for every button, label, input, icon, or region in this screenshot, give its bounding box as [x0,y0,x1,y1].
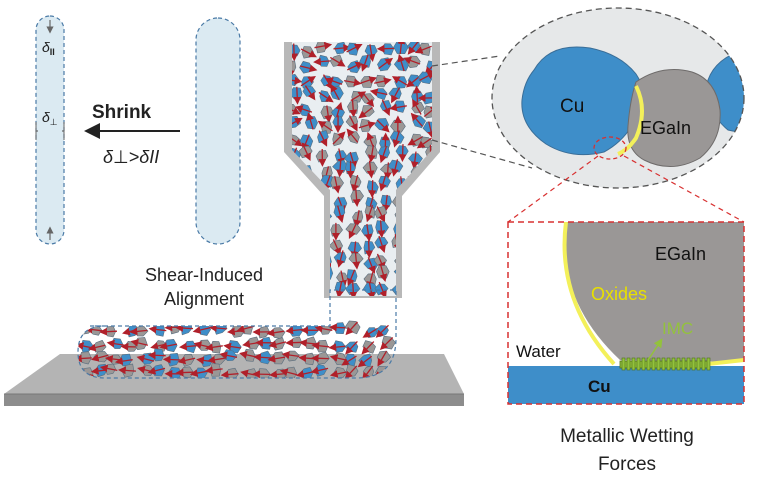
water-label: Water [516,342,561,361]
filament-wide [195,17,241,245]
red-leader-left [507,155,599,223]
egain-label-top: EGaIn [640,118,691,138]
imc-arrow [647,338,663,361]
wetting-label-1: Metallic Wetting [560,426,694,447]
filament-thin: δII δ⊥ [35,15,65,245]
shear-label-1: Shear-Induced [145,265,263,285]
wetting-label-2: Forces [598,454,656,475]
filament-particles [78,320,396,378]
imc-label: IMC [662,319,693,338]
shrink-label: Shrink [92,102,152,123]
extruded-filament [77,289,397,379]
cu-label-zoom: Cu [588,377,611,396]
oxides-label: Oxides [591,284,647,304]
leader-line-top [431,55,501,67]
delta-perp-label: δ⊥ [42,109,58,127]
interface-zoom-box: EGaIn Oxides IMC Water Cu [507,221,745,405]
egain-label-zoom: EGaIn [655,244,706,264]
nozzle-particles [292,42,432,296]
leader-line-bottom [431,139,533,169]
cu-label-top: Cu [560,96,584,117]
zoom-ellipse: Cu EGaIn [491,7,745,189]
shear-label-2: Alignment [164,289,244,309]
delta-parallel-label: δII [42,39,55,57]
red-leader-right [623,155,745,223]
delta-relation-label: δ⊥>δII [103,147,159,167]
substrate [4,354,464,406]
